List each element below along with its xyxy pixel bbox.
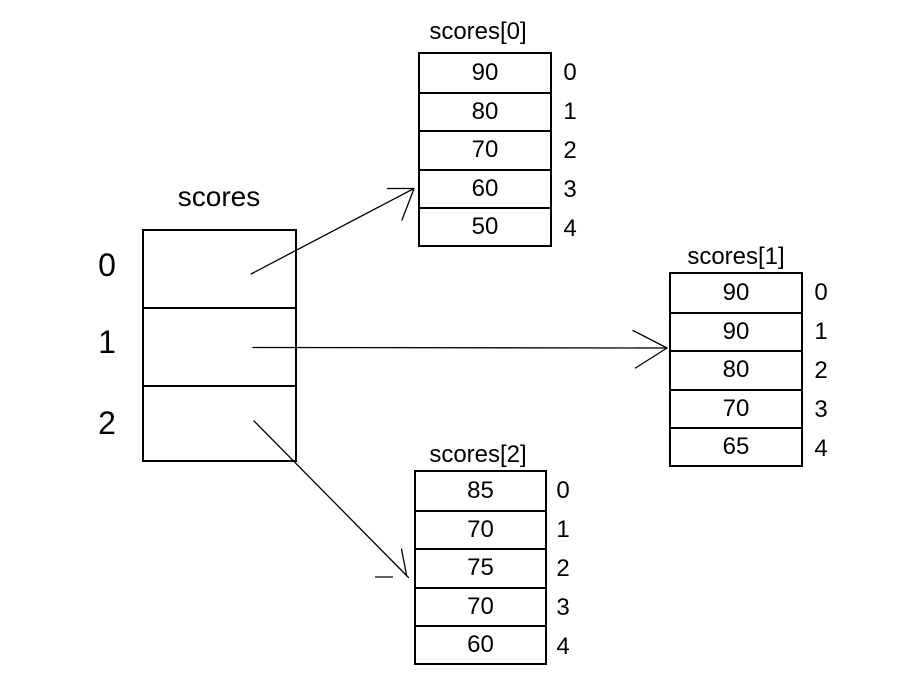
scores-0-title: scores[0]: [429, 18, 527, 45]
scores-1-value-4: 65: [671, 426, 801, 465]
scores-1-index-3: 3: [814, 395, 828, 423]
scores-1-value-0: 90: [722, 279, 750, 307]
scores-1-index-4: 4: [814, 434, 828, 462]
scores-2-value-4: 60: [416, 624, 545, 663]
scores-0-value-4: 50: [420, 206, 550, 245]
scores-0-index-3: 3: [563, 175, 577, 203]
scores-2-index-0: 0: [556, 476, 570, 504]
scores-2-value-2: 75: [416, 548, 545, 586]
main-array-index-0: 0: [98, 246, 116, 283]
main-array-index-2: 2: [98, 404, 116, 441]
scores-1-index-0: 0: [814, 278, 828, 306]
scores-2-value-1: 70: [416, 510, 545, 548]
scores-1-title: scores[1]: [687, 243, 785, 270]
scores-1-index-1: 1: [814, 317, 828, 345]
main-array-divider: [144, 385, 295, 387]
scores-2-index-1: 1: [556, 515, 570, 543]
scores-0-value-1: 80: [420, 92, 550, 130]
scores-2-value-3: 70: [416, 586, 545, 625]
scores-1-value-2: 80: [671, 350, 801, 388]
scores-1-value-3: 70: [671, 388, 801, 427]
scores-1-index-2: 2: [814, 356, 828, 384]
scores-2-title: scores[2]: [429, 441, 527, 468]
scores-0-index-column: 0 1 2 3 4: [550, 53, 590, 248]
scores-2-table: 85 70 75 70 60: [414, 470, 547, 665]
scores-0-index-0: 0: [563, 58, 577, 86]
scores-2-index-4: 4: [556, 632, 570, 660]
scores-0-table: 90 80 70 60 50: [418, 52, 552, 247]
scores-0-index-1: 1: [563, 97, 577, 125]
main-array-index-1: 1: [98, 323, 116, 360]
scores-1-value-1: 90: [671, 312, 801, 350]
scores-2-index-2: 2: [556, 554, 570, 582]
main-array-divider: [144, 307, 295, 309]
scores-0-value-2: 70: [420, 130, 550, 168]
scores-0-value-3: 60: [420, 168, 550, 207]
scores-1-index-column: 0 1 2 3 4: [801, 273, 841, 468]
scores-2-index-3: 3: [556, 593, 570, 621]
scores-0-value-0: 90: [471, 59, 499, 87]
arrow-to-scores-1: [252, 329, 668, 369]
main-array-box: [142, 229, 297, 462]
scores-0-index-4: 4: [563, 214, 577, 242]
scores-2-index-column: 0 1 2 3 4: [543, 471, 583, 666]
scores-2-value-0: 85: [467, 477, 494, 505]
main-array-title: scores: [177, 181, 261, 212]
scores-0-index-2: 2: [563, 136, 577, 164]
scores-1-table: 90 90 80 70 65: [669, 272, 803, 467]
